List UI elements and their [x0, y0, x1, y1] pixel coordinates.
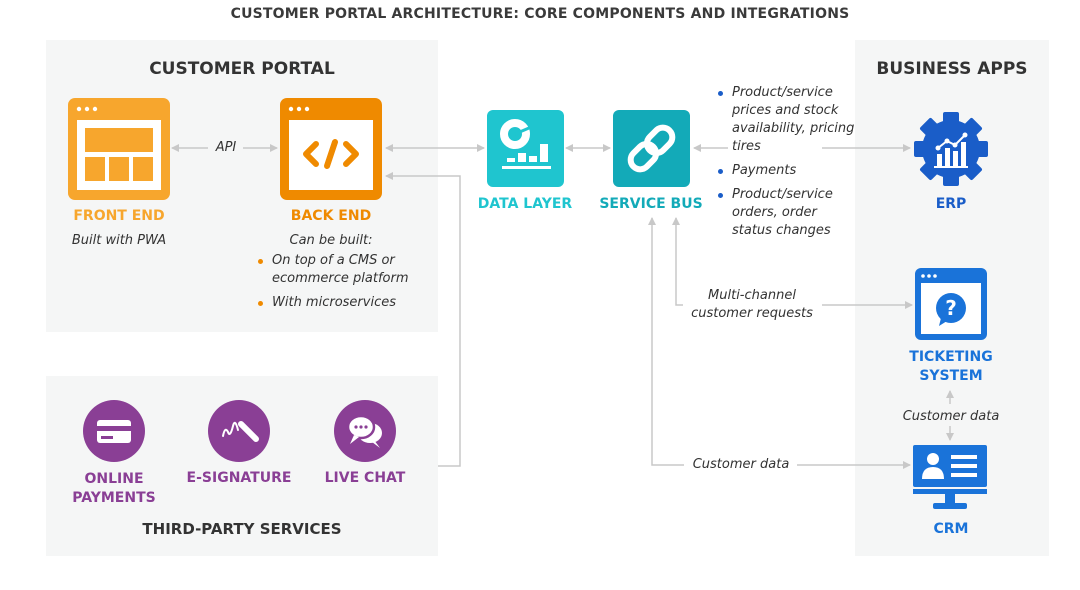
signature-pen-icon[interactable]	[208, 400, 270, 462]
code-window-icon[interactable]	[280, 98, 382, 200]
erp-label: ERP	[935, 196, 967, 212]
ticketing-label: TICKETING SYSTEM	[891, 348, 1011, 386]
live-chat-label: LIVE CHAT	[324, 470, 406, 486]
svg-text:?: ?	[945, 296, 957, 320]
diagram-title: CUSTOMER PORTAL ARCHITECTURE: CORE COMPO…	[230, 6, 850, 22]
erp-flow-item: Product/service prices and stock availab…	[716, 84, 856, 156]
api-label: API	[215, 140, 237, 155]
ticketing-flow-label: Multi-channel customer requests	[691, 288, 813, 321]
online-payments-line1: ONLINE	[84, 471, 144, 487]
ticketing-crm-flow-label: Customer data	[902, 409, 1000, 424]
erp-flow-list: Product/service prices and stock availab…	[716, 84, 856, 240]
crm-flow-label: Customer data	[692, 457, 790, 472]
erp-flow-item: Product/service orders, order status cha…	[716, 186, 856, 240]
back-end-options: On top of a CMS or ecommerce platform Wi…	[256, 252, 436, 312]
front-end-label: FRONT END	[73, 208, 165, 224]
service-bus-label: SERVICE BUS	[599, 196, 703, 212]
customer-portal-title: CUSTOMER PORTAL	[149, 59, 335, 79]
back-end-label: BACK END	[290, 208, 372, 224]
chat-bubbles-icon[interactable]	[334, 400, 396, 462]
crm-servicebus-line	[648, 217, 684, 466]
business-apps-title: BUSINESS APPS	[876, 59, 1028, 79]
ticketing-label-line1: TICKETING	[909, 349, 993, 365]
link-chain-icon[interactable]	[613, 110, 690, 187]
third-party-title: THIRD-PARTY SERVICES	[142, 520, 342, 538]
data-layer-label: DATA LAYER	[477, 196, 573, 212]
front-end-subtitle: Built with PWA	[71, 233, 167, 248]
help-window-icon[interactable]: ?	[915, 268, 987, 340]
online-payments-label: ONLINE PAYMENTS	[54, 470, 174, 508]
web-layout-icon[interactable]	[68, 98, 170, 200]
credit-card-icon[interactable]	[83, 400, 145, 462]
back-end-option: With microservices	[256, 294, 436, 312]
e-signature-label: E-SIGNATURE	[186, 470, 292, 486]
erp-flow-item: Payments	[716, 162, 856, 180]
back-end-option: On top of a CMS or ecommerce platform	[256, 252, 436, 288]
gear-chart-icon[interactable]	[912, 110, 990, 188]
analytics-chart-icon[interactable]	[487, 110, 564, 187]
crm-label: CRM	[933, 521, 969, 537]
online-payments-line2: PAYMENTS	[72, 490, 156, 506]
third-party-backend-line	[385, 172, 461, 467]
monitor-contact-icon[interactable]	[913, 445, 987, 515]
back-end-subtitle: Can be built:	[289, 233, 373, 248]
ticketing-servicebus-line	[672, 217, 683, 306]
ticketing-label-line2: SYSTEM	[919, 368, 983, 384]
